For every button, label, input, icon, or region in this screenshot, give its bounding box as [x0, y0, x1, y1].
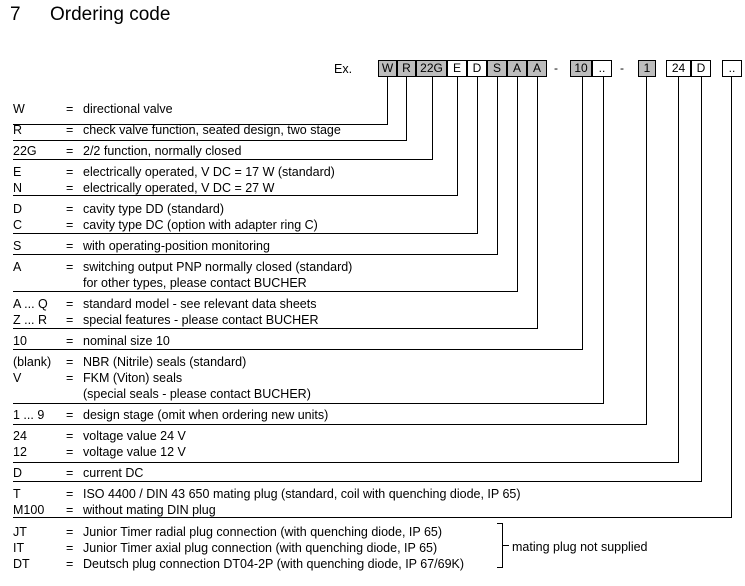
code-box-w: W	[378, 60, 397, 77]
connector-line	[582, 77, 583, 349]
connector-line	[13, 424, 647, 425]
connector-line	[13, 233, 478, 234]
separator-2: -	[620, 61, 624, 75]
connector-line	[13, 140, 407, 141]
brace-bracket	[497, 523, 503, 568]
connector-line	[731, 77, 732, 517]
connector-line	[517, 77, 518, 291]
connector-line	[701, 77, 702, 481]
connector-line	[13, 254, 498, 255]
connector-line	[13, 195, 458, 196]
connector-line	[406, 77, 407, 140]
section-number: 7	[10, 4, 21, 25]
brace-tick	[503, 545, 509, 546]
code-box-s: S	[487, 60, 507, 77]
connector-line	[13, 291, 518, 292]
connector-line	[13, 462, 679, 463]
connector-line	[457, 77, 458, 195]
code-box-dc: D	[691, 60, 711, 77]
connector-line	[477, 77, 478, 233]
connector-line	[13, 328, 538, 329]
example-label: Ex.	[334, 62, 353, 76]
code-box-a1: A	[507, 60, 527, 77]
code-box-plug: ..	[722, 60, 742, 77]
code-box-22g: 22G	[416, 60, 447, 77]
section-heading: 7 Ordering code	[10, 4, 170, 26]
code-box-e: E	[447, 60, 467, 77]
connector-line	[537, 77, 538, 328]
connector-line	[13, 124, 388, 125]
code-box-24: 24	[666, 60, 691, 77]
code-box-a2: A	[527, 60, 547, 77]
connector-line	[603, 77, 604, 403]
code-box-d: D	[467, 60, 487, 77]
connector-line	[13, 481, 702, 482]
connector-line	[13, 159, 433, 160]
code-box-1: 1	[638, 60, 656, 77]
connector-line	[646, 77, 647, 424]
bracket-note: mating plug not supplied	[512, 540, 648, 554]
connector-line	[497, 77, 498, 254]
code-box-seal: ..	[592, 60, 612, 77]
connector-line	[13, 517, 732, 518]
connector-line	[13, 349, 583, 350]
code-box-10: 10	[570, 60, 592, 77]
separator-1: -	[554, 61, 558, 75]
connector-line	[432, 77, 433, 159]
connector-line	[13, 403, 604, 404]
connector-line	[387, 77, 388, 124]
connector-line	[678, 77, 679, 462]
code-box-r: R	[397, 60, 416, 77]
section-title: Ordering code	[50, 4, 171, 25]
